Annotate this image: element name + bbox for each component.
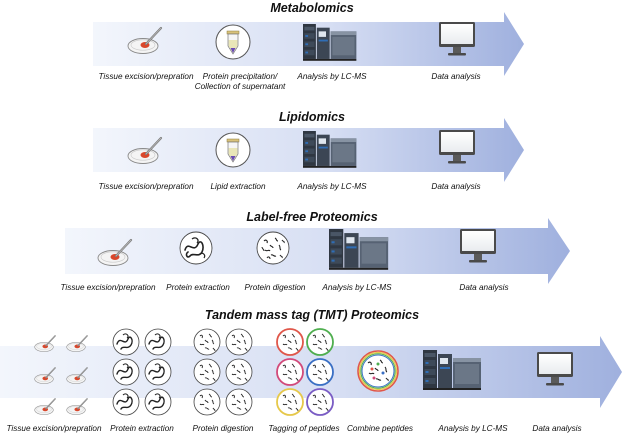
tagged-peptide-circle-icon	[306, 388, 334, 416]
step-label: Data analysis	[459, 283, 509, 292]
tagged-peptide-circle-icon	[276, 388, 304, 416]
step-label: Protein digestion	[192, 424, 254, 433]
metabolomics-title: Metabolomics	[270, 1, 354, 15]
protein-circle-icon	[144, 358, 172, 386]
peptide-circle-icon	[256, 231, 290, 265]
step-label: Tissue excision/prepration	[6, 424, 102, 433]
step-label: Lipid extraction	[210, 182, 266, 191]
protein-circle-icon	[112, 388, 140, 416]
step-label: Analysis by LC-MS	[322, 283, 392, 292]
step-label: Analysis by LC-MS	[297, 182, 367, 191]
tagged-peptide-circle-icon	[306, 328, 334, 356]
step-label: Analysis by LC-MS	[297, 72, 367, 81]
step-label: Analysis by LC-MS	[438, 424, 508, 433]
protein-circle-icon	[144, 388, 172, 416]
peptide-circle-icon	[225, 328, 253, 356]
dish-tissue-icon	[66, 335, 88, 353]
tmt-title: Tandem mass tag (TMT) Proteomics	[204, 308, 420, 322]
lipidomics-panel	[93, 118, 524, 182]
step-label: Data analysis	[431, 182, 481, 191]
tagged-peptide-circle-icon	[276, 328, 304, 356]
step-label: Protein extraction	[110, 424, 174, 433]
tmt-panel	[0, 328, 622, 416]
step-label: Data analysis	[431, 72, 481, 81]
step-label: Tagging of peptides	[268, 424, 340, 433]
dish-tissue-icon	[34, 335, 56, 353]
lipidomics-title: Lipidomics	[279, 110, 345, 124]
protein-circle-icon	[112, 358, 140, 386]
step-label: Data analysis	[532, 424, 582, 433]
tagged-peptide-circle-icon	[306, 358, 334, 386]
step-label: Tissue excision/prepration	[60, 283, 156, 292]
peptide-circle-icon	[193, 328, 221, 356]
tube-icon	[215, 132, 251, 168]
peptide-circle-icon	[193, 358, 221, 386]
metabolomics-panel	[93, 12, 524, 76]
protein-circle-icon	[112, 328, 140, 356]
combined-peptide-circle-icon	[357, 350, 399, 392]
step-label: Tissue excision/prepration	[98, 182, 194, 191]
labelfree-panel	[65, 218, 570, 284]
protein-circle-icon	[179, 231, 213, 265]
step-label: Protein extraction	[166, 283, 230, 292]
dish-tissue-icon	[34, 398, 56, 416]
step-label: Tissue excision/prepration	[98, 72, 194, 81]
tube-icon	[215, 24, 251, 60]
step-label: Protein precipitation/	[202, 72, 278, 81]
dish-tissue-icon	[66, 398, 88, 416]
protein-circle-icon	[144, 328, 172, 356]
step-label: Protein digestion	[244, 283, 306, 292]
peptide-circle-icon	[225, 388, 253, 416]
peptide-circle-icon	[225, 358, 253, 386]
peptide-circle-icon	[193, 388, 221, 416]
tagged-peptide-circle-icon	[276, 358, 304, 386]
step-label: Collection of supernatant	[194, 82, 286, 91]
step-label: Combine peptides	[347, 424, 413, 433]
labelfree-title: Label-free Proteomics	[246, 210, 378, 224]
